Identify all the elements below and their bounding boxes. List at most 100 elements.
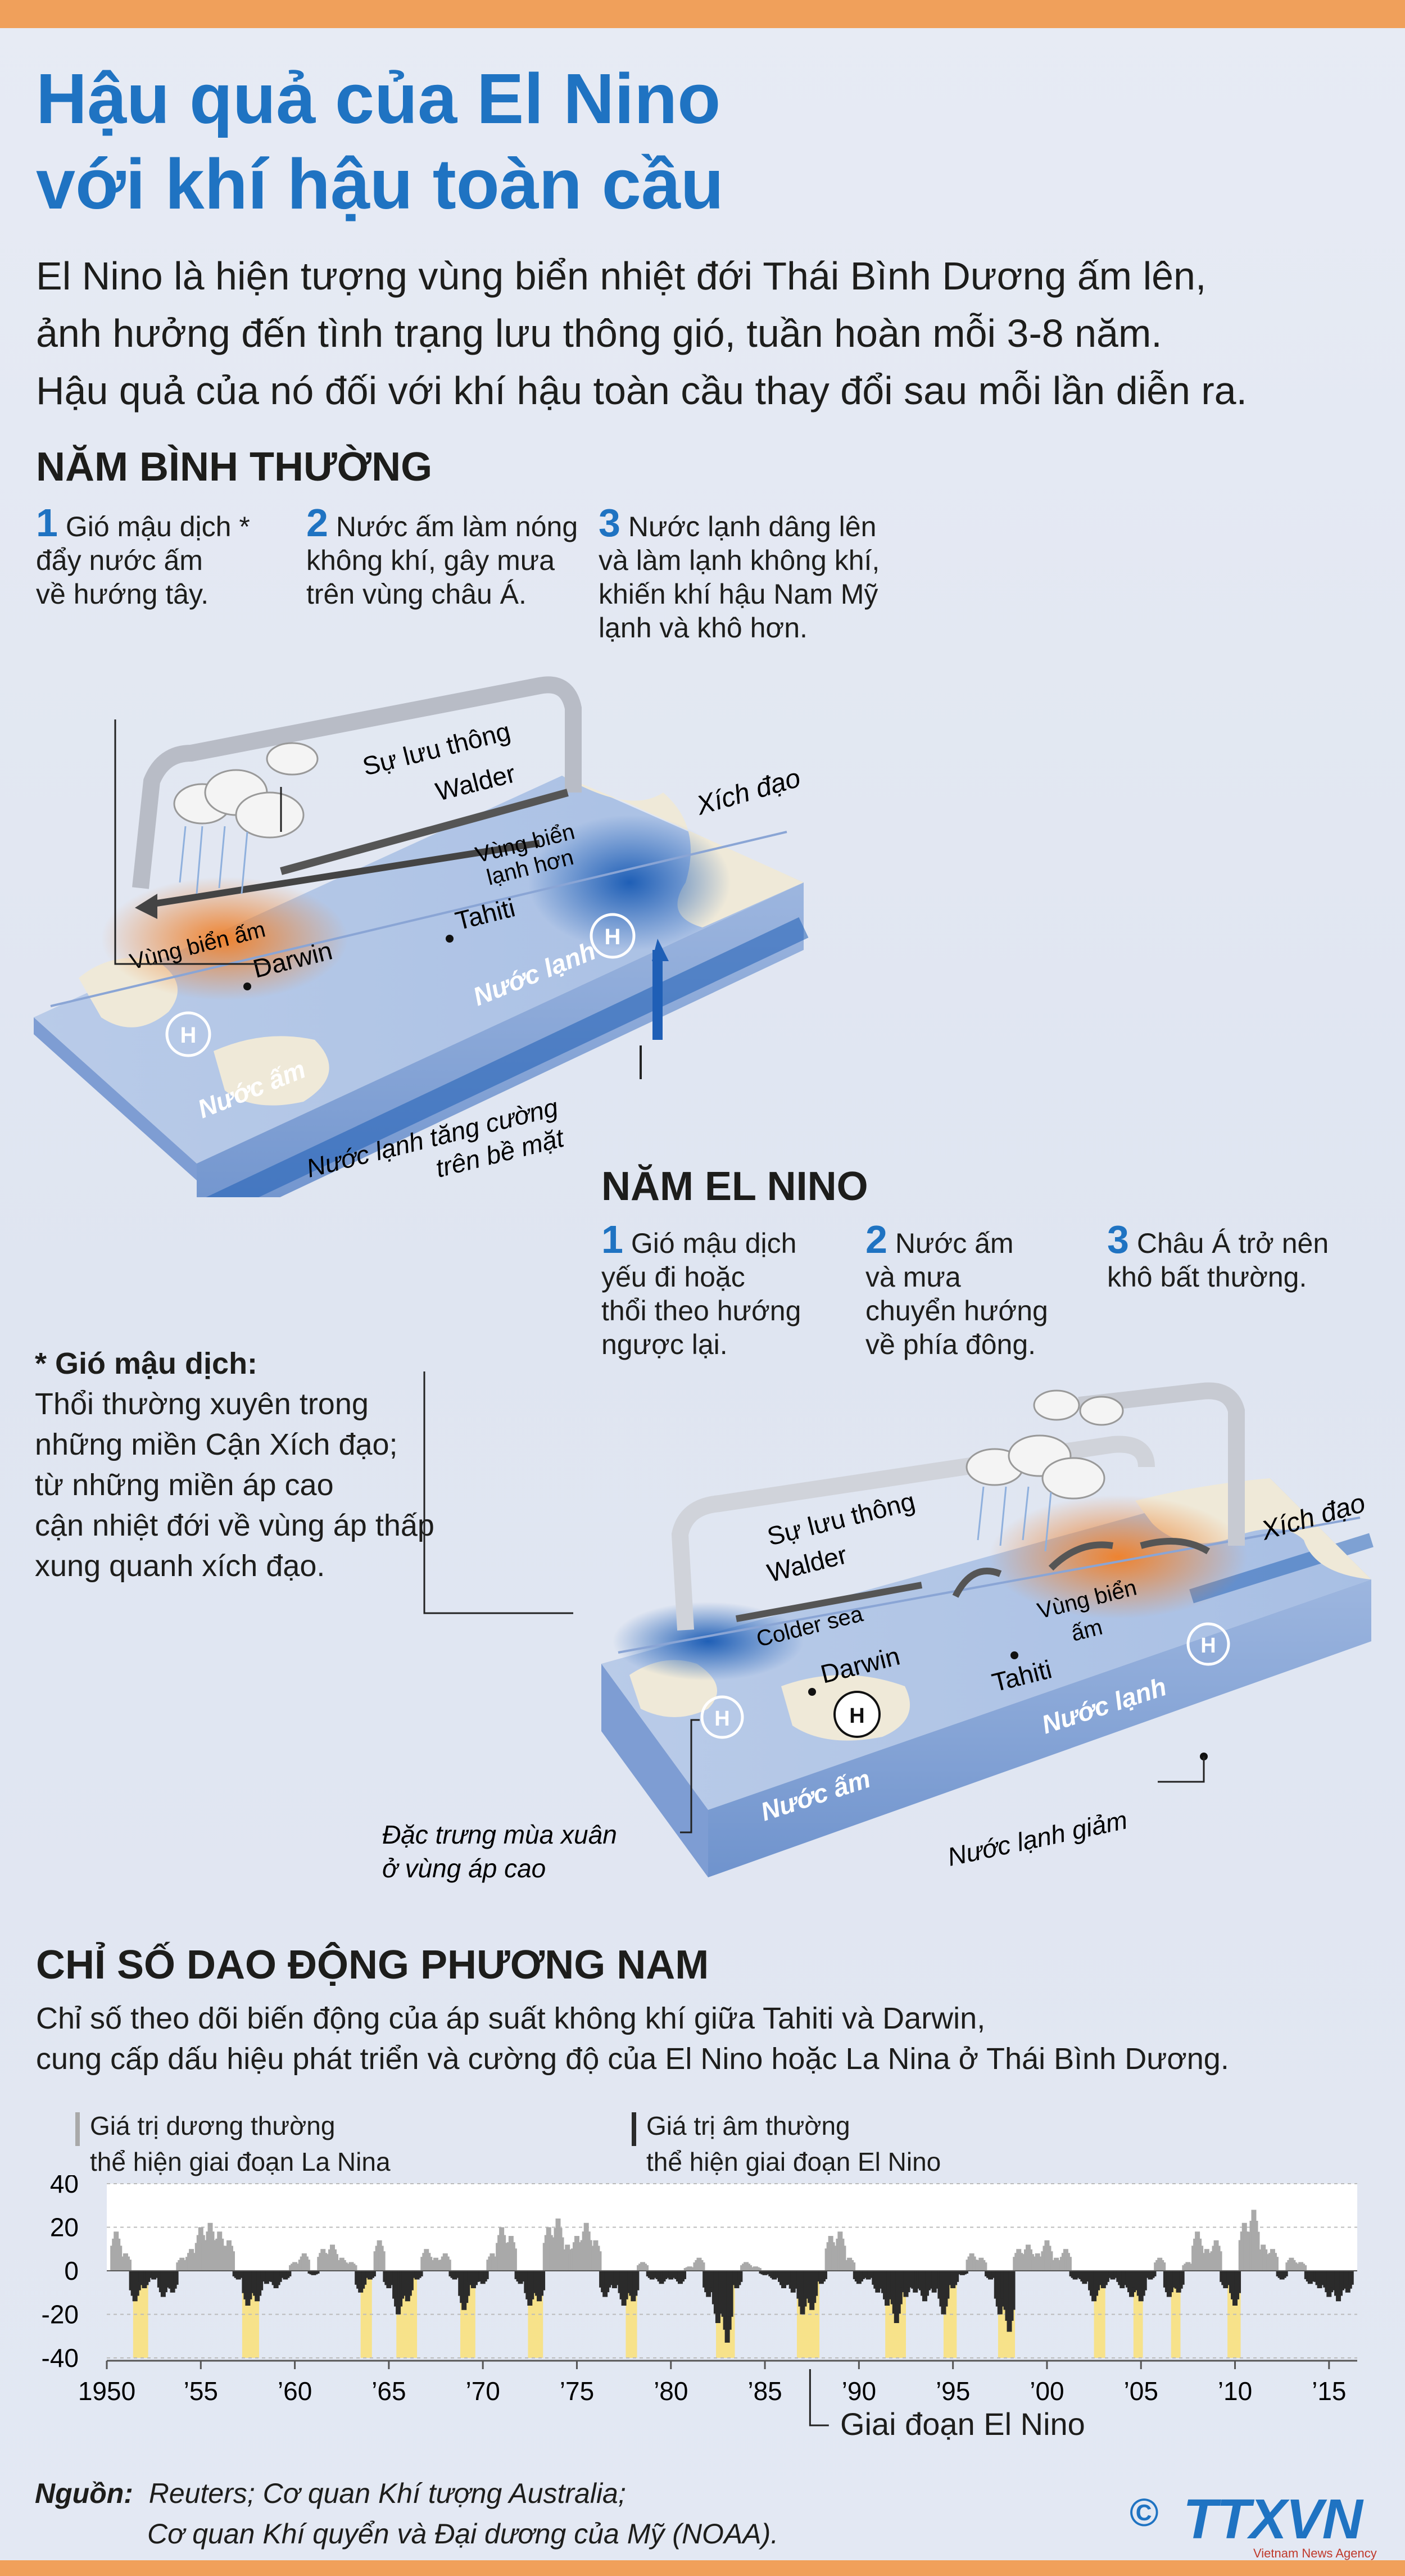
soi-bar [380, 2251, 386, 2271]
soi-bar [333, 2254, 339, 2271]
south-america-land [1135, 1478, 1371, 1579]
el-nino-annotation: Giai đoạn El Nino [840, 2406, 1085, 2442]
soi-bar [1189, 2265, 1194, 2271]
soi-bar [954, 2271, 959, 2282]
brand-tagline: Vietnam News Agency [1253, 2546, 1377, 2560]
title-line-2: với khí hậu toàn cầu [36, 144, 724, 224]
soi-bar [1057, 2262, 1063, 2271]
soi-bar [1095, 2271, 1100, 2290]
soi-bar [1132, 2271, 1138, 2288]
x-tick-label: ’70 [465, 2376, 500, 2406]
soi-bar [126, 2260, 132, 2271]
soi-bar [437, 2262, 442, 2271]
soi-bar [624, 2271, 630, 2293]
soi-bar [765, 2271, 771, 2274]
chart-plot-area [107, 2184, 1357, 2271]
soi-bar [709, 2271, 715, 2288]
cold-pool [528, 815, 731, 950]
soi-bar [1320, 2271, 1326, 2282]
soi-bar [230, 2251, 235, 2271]
x-tick-label: ’15 [1312, 2376, 1346, 2406]
soi-bar [596, 2251, 602, 2271]
y-tick-label: 40 [50, 2175, 79, 2198]
y-tick-label: -20 [42, 2300, 79, 2329]
soi-bar [681, 2271, 687, 2279]
soi-bar [277, 2271, 282, 2282]
soi-bar [352, 2265, 357, 2271]
x-tick-label: ’75 [560, 2376, 594, 2406]
soi-bar [963, 2271, 968, 2274]
x-tick-label: ’90 [842, 2376, 876, 2406]
rain-icon [977, 1486, 1052, 1552]
trade-wind-arrow [280, 789, 569, 875]
soi-bar [737, 2271, 743, 2282]
soi-bar [916, 2271, 922, 2285]
soi-bar [1348, 2271, 1354, 2285]
soi-bar [314, 2271, 320, 2274]
soi-bar [747, 2265, 753, 2271]
soi-bar [502, 2243, 508, 2271]
soi-bar [296, 2265, 301, 2271]
soi-bar [1113, 2271, 1119, 2276]
trade-wind-arrow [735, 1582, 923, 1622]
elnino-step-3: 3 Châu Á trở nên khô bất thường. [1107, 1217, 1329, 1293]
soi-bar [145, 2271, 151, 2282]
annotation-leader [809, 2369, 829, 2426]
soi-bar [211, 2240, 216, 2271]
soi-bar [361, 2271, 367, 2285]
trade-wind-footnote: * Gió mậu dịch: Thổi thường xuyên trong … [35, 1347, 434, 1583]
y-tick-label: -40 [42, 2343, 79, 2373]
soi-bar [841, 2245, 846, 2271]
soi-bar [1254, 2231, 1260, 2271]
soi-bar [1076, 2271, 1081, 2276]
soi-bar [972, 2260, 978, 2271]
top-accent-bar [0, 0, 1405, 28]
soi-bar [183, 2262, 188, 2271]
spring-label: ở vùng áp cao [382, 1854, 546, 1883]
y-tick-label: 20 [50, 2213, 79, 2242]
soi-bar [201, 2243, 207, 2271]
high-pressure-icon [1186, 1622, 1230, 1666]
soi-bar [1273, 2257, 1279, 2271]
soi-bar [991, 2271, 997, 2276]
soi-bar [897, 2271, 903, 2305]
soi-bar [1028, 2254, 1034, 2271]
soi-bar [342, 2262, 348, 2271]
soi-bar [1151, 2271, 1157, 2276]
soi-bar [1245, 2240, 1250, 2271]
soi-bar [728, 2271, 733, 2317]
soi-bar [831, 2248, 837, 2271]
soi-bar [643, 2265, 649, 2271]
normal-step-1: 1 Gió mậu dịch * đẩy nước ấm về hướng tâ… [36, 501, 250, 610]
soi-bar [1302, 2265, 1307, 2271]
soi-bar [690, 2268, 696, 2271]
soi-bar [1123, 2271, 1128, 2282]
source-note: Nguồn: Reuters; Cơ quan Khí tượng Austra… [35, 2478, 779, 2550]
soi-bar [803, 2271, 809, 2299]
soi-bar [1339, 2271, 1345, 2290]
legend-negative-swatch [632, 2112, 636, 2146]
soi-bar [1198, 2245, 1204, 2271]
soi-bar [1292, 2262, 1298, 2271]
soi-bar [859, 2271, 865, 2279]
soi-bar [164, 2271, 169, 2288]
warm-pool [989, 1495, 1248, 1619]
bottom-accent-bar [0, 2560, 1405, 2576]
soi-bar [1010, 2271, 1016, 2310]
soi-bar [756, 2268, 762, 2271]
legend-negative: Giá trị âm thường thể hiện giai đoạn El … [632, 2108, 941, 2180]
soi-bar [1066, 2257, 1072, 2271]
soi-bar [1217, 2251, 1222, 2271]
warm-pool [101, 877, 348, 1000]
soi-bar [399, 2271, 405, 2299]
soi-bar [305, 2260, 310, 2271]
x-tick-label: ’00 [1030, 2376, 1064, 2406]
soi-heading: CHỈ SỐ DAO ĐỘNG PHƯƠNG NAM [36, 1943, 709, 1988]
soi-bar [559, 2237, 564, 2271]
high-label: H [1200, 1634, 1216, 1658]
elnino-step-2: 2 Nước ấm và mưa chuyển hướng về phía đô… [865, 1217, 1048, 1360]
soi-bar [878, 2271, 884, 2285]
soi-bar [173, 2271, 179, 2285]
soi-bar [775, 2271, 781, 2276]
soi-bar [465, 2271, 470, 2296]
